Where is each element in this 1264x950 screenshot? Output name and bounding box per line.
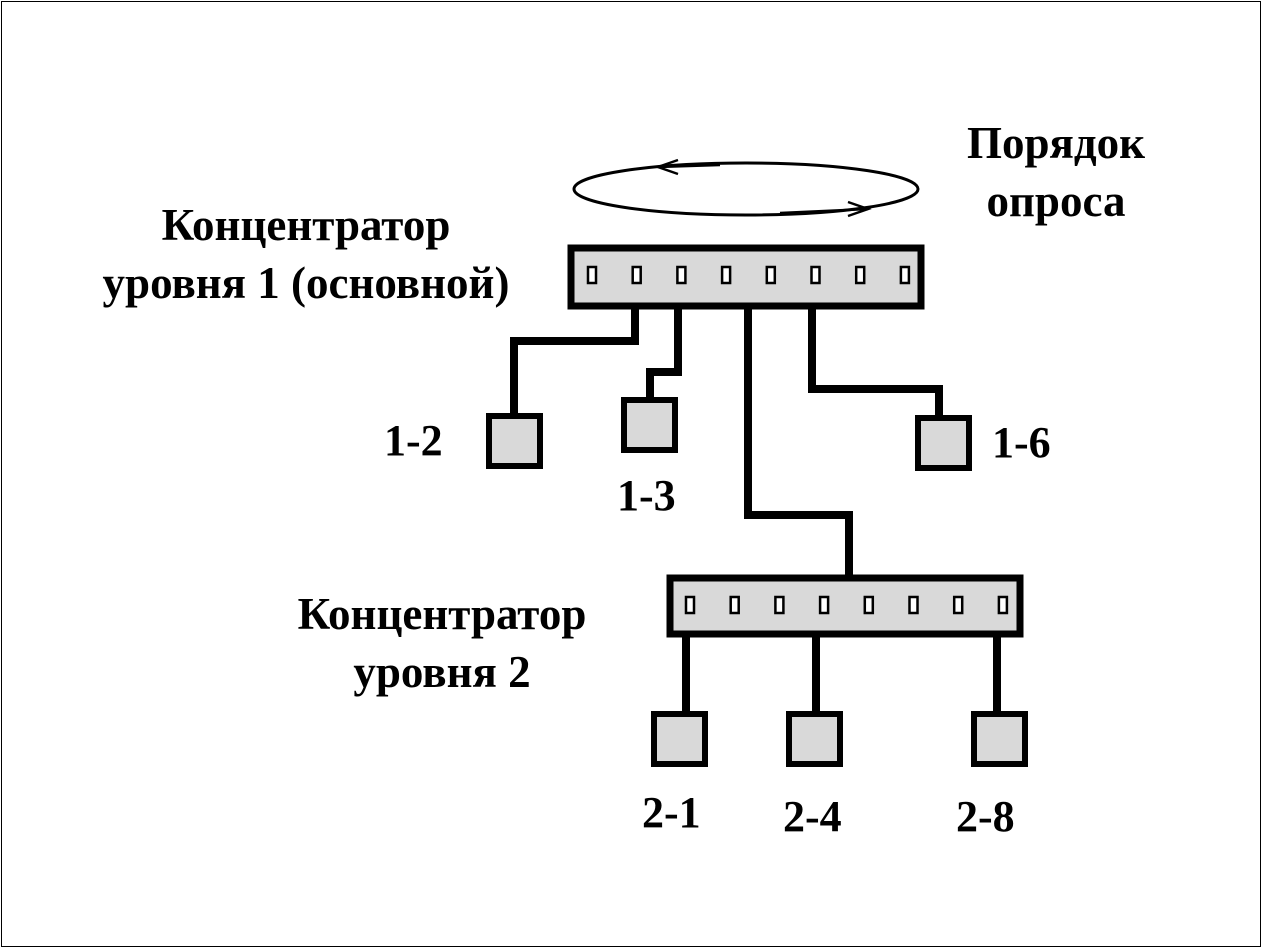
hub-level-1-port-4	[720, 265, 732, 285]
hub-level-1-label: Концентратор уровня 1 (основной)	[66, 196, 546, 312]
link-hub1-to-1-6	[808, 308, 943, 418]
device-2-1-label: 2-1	[642, 788, 701, 837]
device-2-1	[651, 711, 708, 767]
hub-level-1-label-line2: уровня 1 (основной)	[102, 258, 510, 308]
hub-level-2-label: Концентратор уровня 2	[272, 585, 612, 701]
polling-arrow-bottom-head	[847, 200, 872, 218]
hub-level-2-label-line1: Концентратор	[297, 589, 587, 639]
hub-level-1-port-2	[631, 265, 642, 285]
poll-order-label: Порядок опроса	[946, 114, 1166, 230]
hub-level-1-ports	[586, 265, 911, 285]
link-hub1-to-1-3	[646, 308, 682, 402]
hub-level-1	[567, 244, 925, 310]
polling-arrow-top-head	[654, 158, 679, 176]
hub-level-2-port-3	[774, 595, 785, 615]
hub-level-2-port-8	[997, 595, 1009, 615]
hub-level-2	[666, 574, 1024, 638]
poll-order-label-line2: опроса	[986, 176, 1126, 226]
link-hub1-to-hub2	[744, 308, 853, 578]
hub-level-1-port-6	[810, 265, 821, 285]
hub-level-2-port-6	[908, 595, 919, 615]
device-2-8	[971, 711, 1028, 767]
hub-level-2-port-4	[818, 595, 830, 615]
device-1-2	[486, 413, 543, 469]
device-1-2-label: 1-2	[384, 416, 443, 465]
hub-level-2-ports	[684, 595, 1009, 615]
hub-level-1-port-5	[765, 265, 777, 285]
hub-level-1-body	[567, 244, 925, 310]
hub-level-1-port-1	[586, 265, 598, 285]
device-1-6-label: 1-6	[992, 418, 1051, 467]
device-2-4-label: 2-4	[783, 792, 842, 841]
hub-level-2-port-7	[952, 595, 964, 615]
hub-level-1-label-line1: Концентратор	[161, 200, 451, 250]
hub-level-2-body	[666, 574, 1024, 638]
polling-arrow-bottom	[779, 207, 869, 215]
hub-level-1-port-3	[676, 265, 687, 285]
hub-level-2-port-5	[863, 595, 875, 615]
hub-level-2-port-1	[684, 595, 696, 615]
device-2-8-label: 2-8	[956, 792, 1015, 841]
hub-level-2-label-line2: уровня 2	[353, 647, 531, 697]
hub-level-2-port-2	[729, 595, 740, 615]
device-1-3	[621, 397, 678, 453]
device-2-4	[786, 711, 843, 767]
device-1-3-label: 1-3	[617, 471, 676, 520]
hub-level-1-port-7	[854, 265, 866, 285]
polling-arrow-top	[657, 163, 721, 169]
polling-order-ellipse	[572, 161, 920, 217]
hub-level-1-port-8	[899, 265, 911, 285]
poll-order-label-line1: Порядок	[966, 118, 1146, 168]
device-1-6	[915, 415, 972, 471]
link-hub1-to-1-2	[510, 308, 639, 418]
